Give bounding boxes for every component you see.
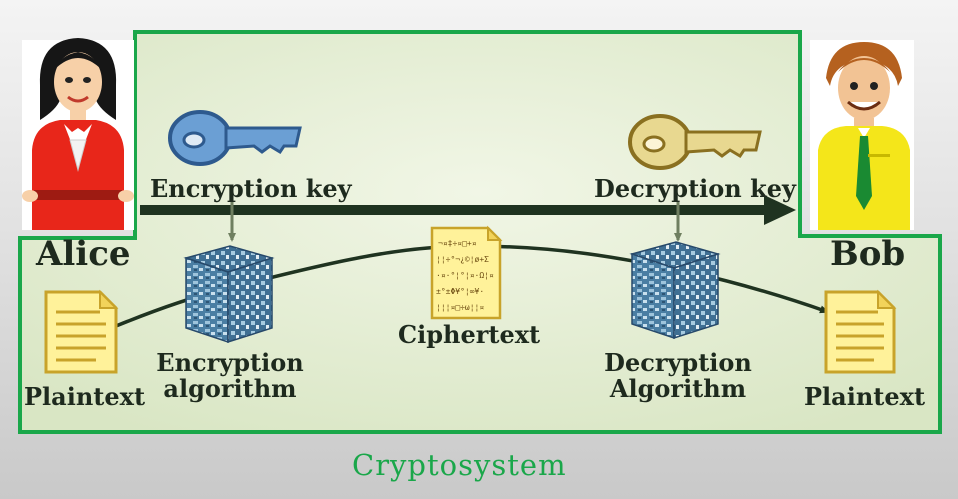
encryption-key-icon <box>168 110 302 166</box>
decryption-algorithm-label-line1: Decryption <box>604 348 752 377</box>
encryption-algorithm-label-line1: Encryption <box>156 348 304 377</box>
encryption-key-label: Encryption key <box>150 174 352 203</box>
ciphertext-label: Ciphertext <box>398 320 541 349</box>
plaintext-right-document-icon <box>824 289 897 374</box>
plaintext-right-label: Plaintext <box>804 382 926 411</box>
encryption-algorithm-label: Encryption algorithm <box>150 348 310 404</box>
svg-text:±°±Φ¥°¦∞¥·: ±°±Φ¥°¦∞¥· <box>436 287 484 296</box>
cryptosystem-label: Cryptosystem <box>352 448 567 482</box>
svg-text:¦¦¦¤□÷ω¦¦¤: ¦¦¦¤□÷ω¦¦¤ <box>436 303 484 312</box>
decryption-algorithm-label-line2: Algorithm <box>609 374 747 404</box>
decryption-algorithm-cube-icon <box>629 241 721 340</box>
bob-figure <box>810 40 914 230</box>
bob-label: Bob <box>830 234 906 274</box>
alice-figure <box>22 38 134 230</box>
svg-text:·¤·°¦°¦¤·Ω¦¤: ·¤·°¦°¦¤·Ω¦¤ <box>436 271 494 280</box>
svg-text:¬¤‡÷¤□+¤: ¬¤‡÷¤□+¤ <box>438 239 477 248</box>
plaintext-left-label: Plaintext <box>24 382 146 411</box>
encryption-algorithm-cube-icon <box>183 245 275 344</box>
plaintext-left-document-icon <box>44 289 119 374</box>
alice-label: Alice <box>36 234 131 274</box>
decryption-key-label: Decryption key <box>594 174 796 203</box>
decryption-algorithm-label: Decryption Algorithm <box>598 348 758 404</box>
ciphertext-document-icon: ¬¤‡÷¤□+¤ ¦¦÷°¬¿©¦ø+Σ ·¤·°¦°¦¤·Ω¦¤ ±°±Φ¥°… <box>430 225 503 320</box>
encryption-algorithm-label-line2: algorithm <box>163 374 297 404</box>
svg-text:¦¦÷°¬¿©¦ø+Σ: ¦¦÷°¬¿©¦ø+Σ <box>436 255 489 264</box>
decryption-key-icon <box>628 114 762 170</box>
